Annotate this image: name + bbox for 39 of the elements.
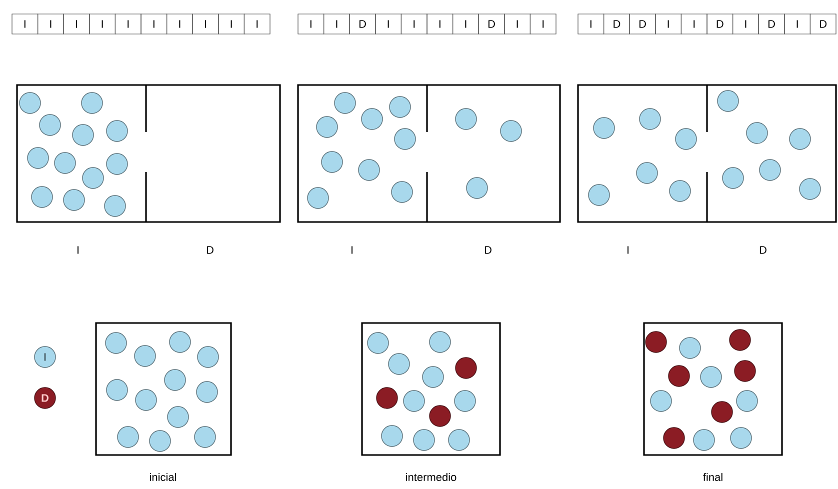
caption: intermedio [406, 472, 456, 482]
sequence-cell: I [400, 14, 428, 34]
caption: final [703, 472, 722, 482]
sequence-cell: D [706, 14, 734, 34]
side-label: D [206, 246, 214, 254]
sequence-cell: I [452, 14, 479, 34]
side-label: I [352, 246, 353, 254]
sequence-cell: I [375, 14, 402, 34]
sequence-cell: I [655, 14, 682, 34]
sequence-cell: I [38, 14, 64, 34]
sequence-cell: I [578, 14, 604, 34]
side-label: I [78, 246, 79, 254]
sequence-cell: I [244, 14, 270, 34]
sequence-cell: I [192, 14, 219, 34]
sequence-cell: I [89, 14, 116, 34]
side-label: D [760, 246, 766, 254]
sequence-cell: I [140, 14, 168, 34]
side-label: D [484, 246, 492, 254]
sequence-cell: D [810, 14, 836, 34]
sequence-cell: I [530, 14, 556, 34]
sequence-cell: I [218, 14, 244, 34]
sequence-cell: D [629, 14, 656, 34]
sequence-cell: I [324, 14, 350, 34]
sequence-cell: I [680, 14, 708, 34]
sequence-cell: I [504, 14, 530, 34]
sequence-cell: I [784, 14, 810, 34]
sequence-cell: I [298, 14, 324, 34]
sequence-cell: I [114, 14, 142, 34]
sequence-cell: D [604, 14, 630, 34]
sequence-cell: D [349, 14, 376, 34]
sequence-cell: I [426, 14, 454, 34]
sequence-cell: I [63, 14, 90, 34]
sequence-cell: D [478, 14, 505, 34]
sequence-cell: D [758, 14, 785, 34]
sequence-cell: I [12, 14, 38, 34]
side-label: I [628, 246, 629, 254]
sequence-cell: I [732, 14, 759, 34]
caption: inicial [150, 472, 176, 482]
sequence-cell: I [166, 14, 193, 34]
